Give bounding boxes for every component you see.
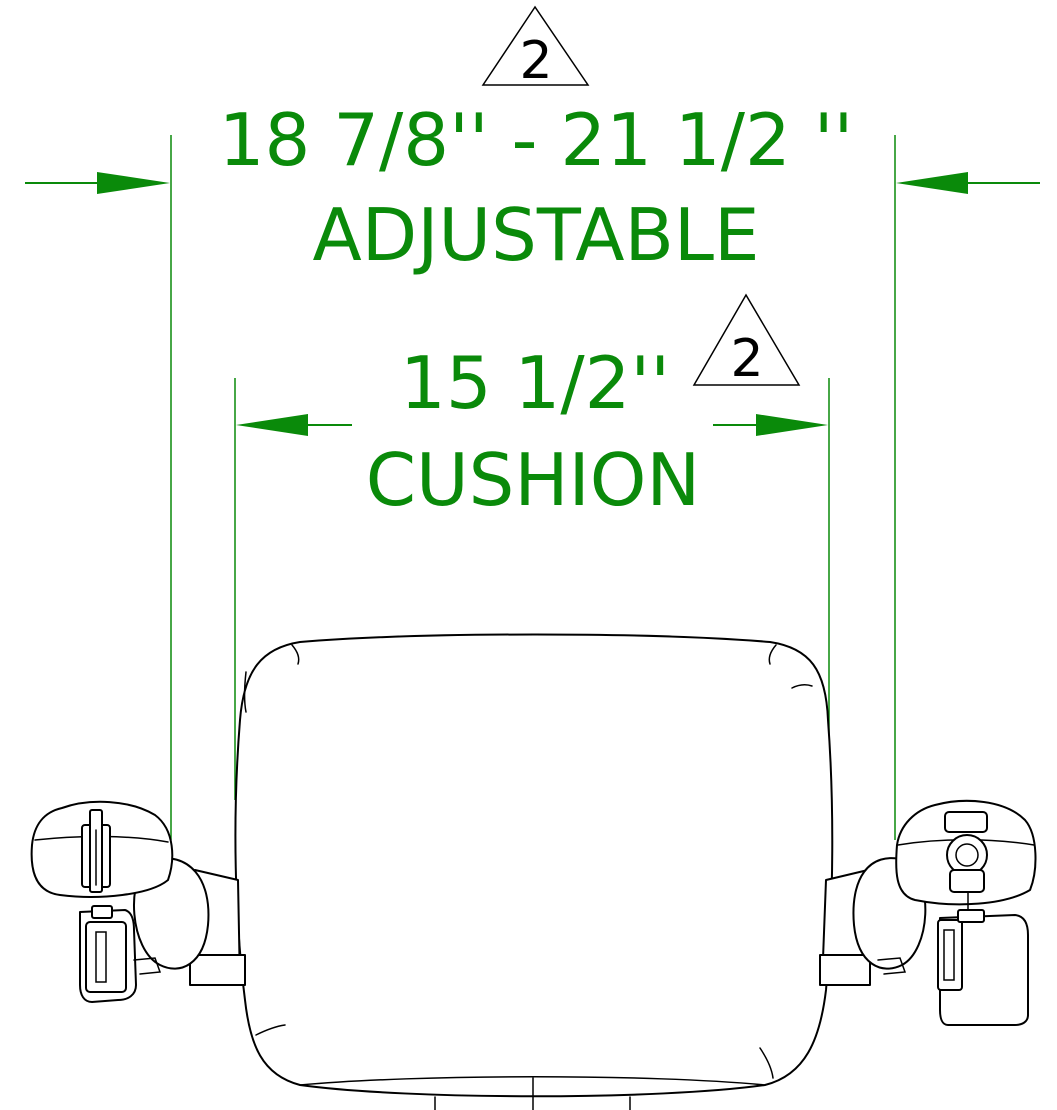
overall-left-arrow: [97, 172, 170, 194]
revision-triangle-cushion: 2: [692, 293, 801, 389]
left-armrest: [30, 800, 246, 1003]
overall-right-arrow: [896, 172, 968, 194]
revision-number-overall: 2: [519, 31, 552, 91]
right-armrest: [819, 799, 1037, 1026]
revision-number-cushion: 2: [730, 329, 763, 389]
overall-width-value: 18 7/8'' - 21 1/2 '': [219, 98, 854, 182]
cushion-width-note: CUSHION: [366, 438, 701, 522]
seat-cushion: [234, 633, 834, 1110]
cushion-right-arrow: [756, 414, 828, 436]
cushion-width-value: 15 1/2'': [400, 341, 670, 425]
cushion-width-dimension: 15 1/2'' CUSHION: [234, 341, 830, 800]
cushion-left-arrow: [236, 414, 308, 436]
overall-width-dimension: 18 7/8'' - 21 1/2 '' ADJUSTABLE: [25, 98, 1040, 840]
overall-width-note: ADJUSTABLE: [313, 193, 760, 277]
revision-triangle-overall: 2: [481, 5, 590, 91]
